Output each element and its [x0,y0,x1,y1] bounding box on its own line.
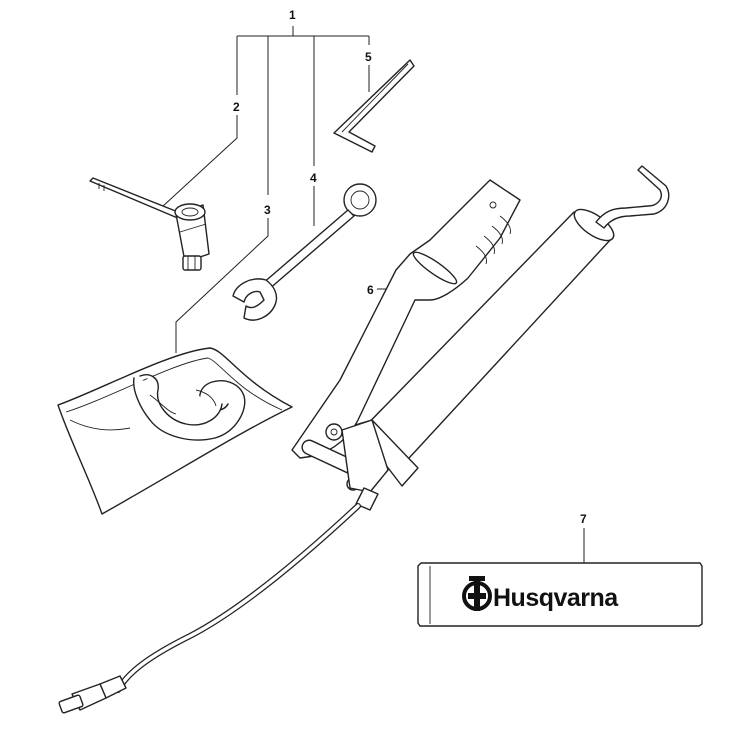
husqvarna-crown-logo-icon [462,576,492,611]
part-6-grease-gun [58,165,670,714]
callout-3: 3 [264,203,271,217]
leader-lines [161,26,585,563]
part-4-combination-wrench [232,183,377,321]
callout-numbers: 1 2 3 4 5 6 7 [233,8,587,526]
callout-5: 5 [365,50,372,64]
callout-4: 4 [310,171,317,185]
part-5-hex-key [333,59,415,153]
callout-7: 7 [580,512,587,526]
decal-brand-text: Husqvarna [493,584,619,612]
callout-6: 6 [367,283,374,297]
part-7-decal: Husqvarna [417,562,703,627]
part-2-socket-wrench [89,177,210,271]
callout-2: 2 [233,100,240,114]
part-3-tool-pouch [57,347,293,515]
callout-1: 1 [289,8,296,22]
